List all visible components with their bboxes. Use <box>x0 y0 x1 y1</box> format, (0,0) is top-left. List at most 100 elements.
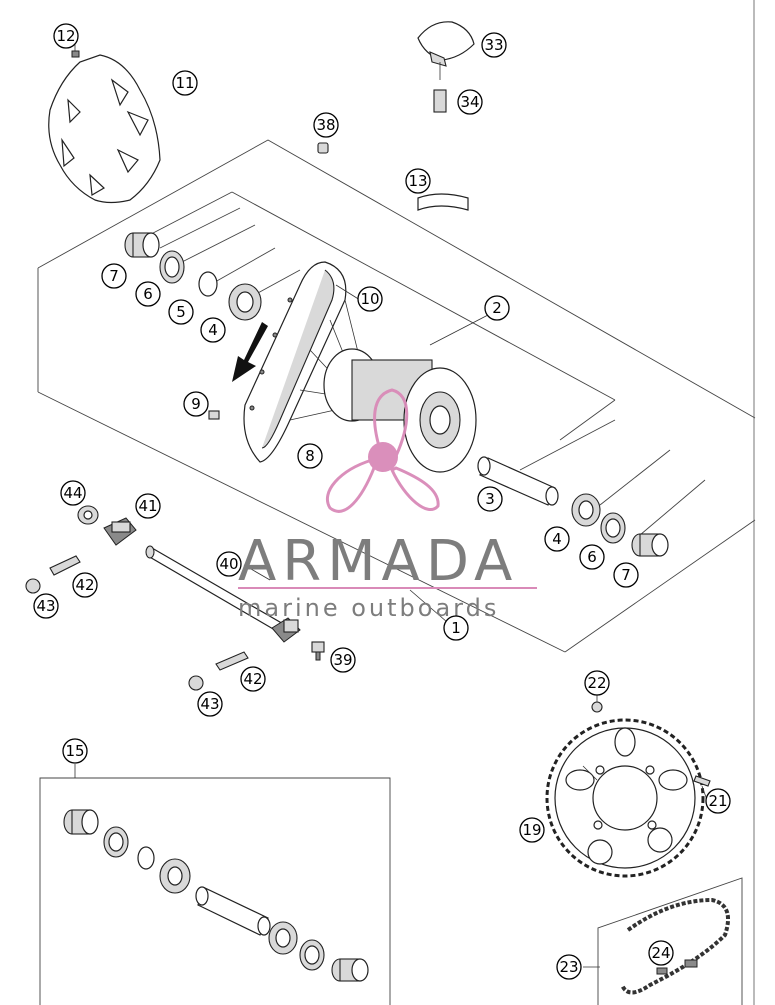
chain-kit-frame <box>597 877 743 1005</box>
hub-kit-parts <box>63 809 369 982</box>
callout-2: 2 <box>484 295 510 321</box>
left-bearing <box>228 283 262 321</box>
svg-text:7: 7 <box>109 267 119 285</box>
circlip <box>198 271 218 297</box>
callout-11: 11 <box>172 70 198 96</box>
callout-24: 24 <box>648 940 674 966</box>
callout-44: 44 <box>60 480 86 506</box>
svg-text:6: 6 <box>587 548 597 566</box>
svg-text:10: 10 <box>360 290 379 308</box>
callout-4-left: 4 <box>200 317 226 343</box>
callout-3: 3 <box>477 486 503 512</box>
svg-text:4: 4 <box>552 530 562 548</box>
chain-adjuster-left <box>103 517 137 546</box>
svg-text:21: 21 <box>708 792 727 810</box>
valve-cap <box>317 142 329 154</box>
callout-43-right: 43 <box>197 691 223 717</box>
adjuster-nut-right <box>188 675 204 691</box>
svg-text:40: 40 <box>219 555 238 573</box>
callout-15: 15 <box>62 738 88 764</box>
svg-text:15: 15 <box>65 742 84 760</box>
svg-text:42: 42 <box>75 576 94 594</box>
callout-22: 22 <box>584 670 610 696</box>
svg-text:9: 9 <box>191 395 201 413</box>
svg-text:7: 7 <box>621 566 631 584</box>
sprocket-bolt <box>693 775 711 787</box>
svg-text:2: 2 <box>492 299 502 317</box>
callout-7-left: 7 <box>101 263 127 289</box>
callout-21: 21 <box>705 788 731 814</box>
callout-43-left: 43 <box>33 593 59 619</box>
callout-13: 13 <box>405 168 431 194</box>
adjuster-screw <box>311 641 325 661</box>
adjuster-bolt-left <box>49 555 81 576</box>
callout-38: 38 <box>313 112 339 138</box>
svg-text:23: 23 <box>559 958 578 976</box>
callout-10: 10 <box>357 286 383 312</box>
right-bearing <box>571 493 601 527</box>
axle-nut <box>77 505 99 525</box>
callout-19: 19 <box>519 817 545 843</box>
svg-text:24: 24 <box>651 944 670 962</box>
svg-text:19: 19 <box>522 821 541 839</box>
svg-text:39: 39 <box>333 651 352 669</box>
callout-8: 8 <box>297 443 323 469</box>
right-seal <box>600 512 626 544</box>
drive-chain <box>620 897 730 995</box>
wheel-hub <box>289 299 477 473</box>
callout-12: 12 <box>53 23 79 49</box>
chain-master-link <box>656 959 698 975</box>
svg-text:11: 11 <box>175 74 194 92</box>
svg-text:1: 1 <box>451 619 461 637</box>
svg-text:8: 8 <box>305 447 315 465</box>
adjuster-bolt-right <box>215 651 249 671</box>
callout-40: 40 <box>216 551 242 577</box>
svg-text:41: 41 <box>138 497 157 515</box>
svg-text:43: 43 <box>200 695 219 713</box>
spoke-nipple <box>208 410 220 420</box>
svg-text:13: 13 <box>408 172 427 190</box>
callout-6-left: 6 <box>135 281 161 307</box>
spacer-bolt <box>433 89 447 113</box>
wheel-rim <box>243 261 347 463</box>
svg-text:4: 4 <box>208 321 218 339</box>
rim-tape <box>417 193 469 211</box>
callout-23: 23 <box>556 954 582 980</box>
callout-42-left: 42 <box>72 572 98 598</box>
adjuster-nut-left <box>25 578 41 594</box>
callout-9: 9 <box>183 391 209 417</box>
svg-text:33: 33 <box>484 36 503 54</box>
wheel-assembly-frame <box>37 139 756 653</box>
right-spacer <box>631 533 669 557</box>
sprocket-nut <box>591 701 603 713</box>
callout-39: 39 <box>330 647 356 673</box>
svg-text:6: 6 <box>143 285 153 303</box>
svg-text:42: 42 <box>243 670 262 688</box>
callout-6-right: 6 <box>579 544 605 570</box>
callout-42-right: 42 <box>240 666 266 692</box>
callout-1: 1 <box>443 615 469 641</box>
rubber-cap <box>417 21 475 80</box>
hub-kit-frame <box>39 764 391 1005</box>
svg-text:38: 38 <box>316 116 335 134</box>
chain-adjuster-right <box>271 617 301 643</box>
left-seal <box>159 250 185 284</box>
svg-text:5: 5 <box>176 303 186 321</box>
watermark-title: ARMADA <box>238 529 518 594</box>
svg-text:43: 43 <box>36 597 55 615</box>
svg-text:44: 44 <box>63 484 82 502</box>
callout-5: 5 <box>168 299 194 325</box>
armada-logo <box>325 388 440 513</box>
rear-sprocket <box>545 718 705 878</box>
callout-41: 41 <box>135 493 161 519</box>
rotation-arrow <box>232 322 268 382</box>
svg-text:3: 3 <box>485 490 495 508</box>
leader-lines <box>243 284 708 968</box>
brake-disc <box>48 54 161 204</box>
svg-text:34: 34 <box>460 93 479 111</box>
callout-7-right: 7 <box>613 562 639 588</box>
callout-4-right: 4 <box>544 526 570 552</box>
callout-33: 33 <box>481 32 507 58</box>
hub-sleeve <box>477 456 559 506</box>
